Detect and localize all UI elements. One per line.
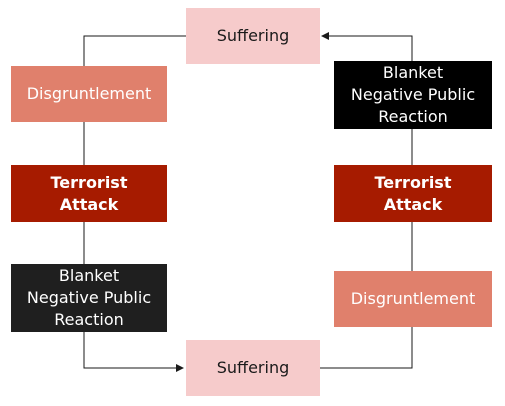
disgruntlement-right-box: Disgruntlement: [334, 271, 492, 327]
suffering-top-label: Suffering: [216, 26, 290, 45]
reaction-left-label: Blanket Negative Public Reaction: [26, 266, 152, 329]
suffering-bottom-label: Suffering: [216, 358, 290, 377]
reaction-left-box: Blanket Negative Public Reaction: [11, 264, 167, 332]
terrorist-attack-right-box: Terrorist Attack: [334, 165, 492, 222]
reaction-right-label: Blanket Negative Public Reaction: [350, 63, 476, 126]
terrorist-attack-right-label: Terrorist Attack: [374, 172, 452, 214]
disgruntlement-right-label: Disgruntlement: [350, 289, 476, 308]
disgruntlement-left-box: Disgruntlement: [11, 66, 167, 122]
disgruntlement-left-label: Disgruntlement: [26, 84, 152, 103]
terrorist-attack-left-label: Terrorist Attack: [50, 172, 128, 214]
suffering-bottom-box: Suffering: [186, 340, 320, 396]
terrorist-attack-left-box: Terrorist Attack: [11, 165, 167, 222]
reaction-right-box: Blanket Negative Public Reaction: [334, 61, 492, 129]
suffering-top-box: Suffering: [186, 8, 320, 64]
